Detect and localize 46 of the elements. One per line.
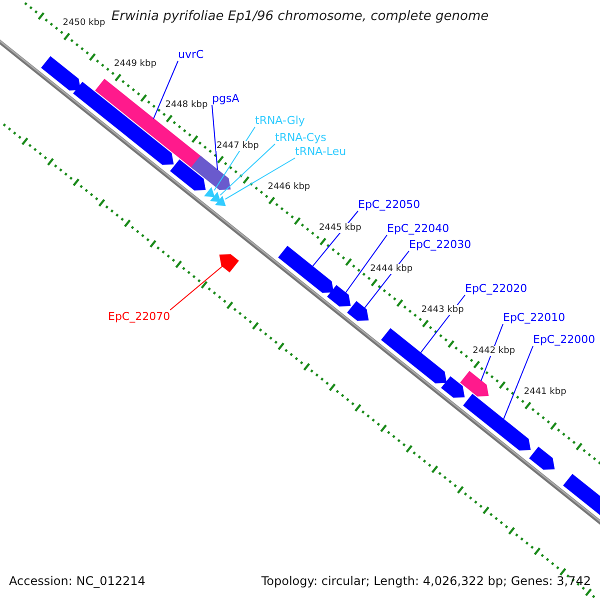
tick-label: 2445 kbp [318,222,362,232]
gene-feature [529,446,555,470]
gene-feature [441,376,465,398]
gene-feature [381,328,447,384]
gene-label: tRNA-Gly [255,114,305,127]
tick-label: 2444 kbp [370,264,413,274]
tick-label: 2448 kbp [165,100,208,110]
gene-label: EpC_22020 [465,282,528,295]
gene-label: EpC_22070 [108,310,170,323]
tick-label: 2446 kbp [268,182,310,192]
gene-label: tRNA-Cys [275,131,326,144]
tick-label: 2442 kbp [472,346,516,356]
leader-line [220,144,276,196]
leader-line [153,60,178,120]
accession-text: Accession: NC_012214 [9,574,146,588]
gene-label: tRNA-Leu [295,145,346,158]
gene-feature [278,246,334,293]
gene-feature [347,300,369,321]
leader-line [503,346,534,420]
gene-label: EpC_22010 [503,311,566,324]
tick-label: 2447 kbp [216,140,259,150]
tick-label: 2449 kbp [114,58,156,68]
gene-feature [219,254,239,272]
genome-info-text: Topology: circular; Length: 4,026,322 bp; Genes: 3,742 [261,574,591,588]
gene-label: EpC_22050 [358,198,420,211]
leader-line [212,104,218,170]
gene-feature [41,56,81,90]
trna-feature [215,196,226,206]
tick-label: 2443 kbp [421,304,464,314]
gene-label: uvrC [178,48,204,61]
gene-feature [327,284,351,306]
gene-label: EpC_22030 [409,238,472,251]
gene-label: EpC_22040 [387,222,450,235]
gene-label: pgsA [212,92,240,105]
gene-feature [170,159,206,190]
tick-label: 2450 kbp [62,18,106,28]
gene-feature [460,370,489,396]
tick-label: 2441 kbp [524,386,566,396]
trna-feature [204,186,215,198]
leader-line [224,158,296,200]
gene-label: EpC_22000 [533,333,596,346]
leader-line [170,266,223,310]
leader-line [345,234,388,294]
gene-feature [191,156,231,190]
title: Erwinia pyrifoliae Ep1/96 chromosome, complete genome [111,9,489,24]
gene-feature [463,394,531,451]
